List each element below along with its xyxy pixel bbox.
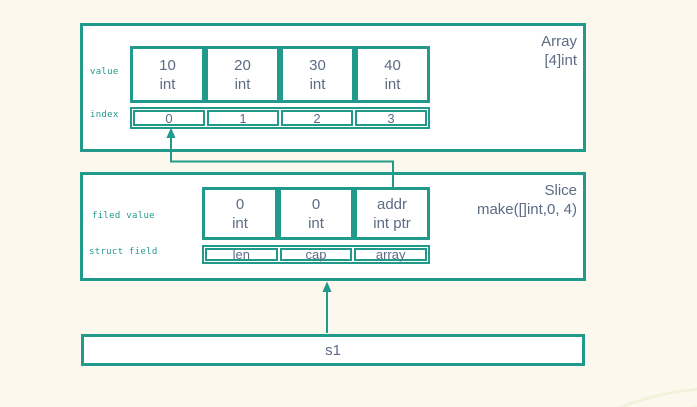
slice-value-cell-cap: 0 int (278, 187, 354, 240)
slice-value-cell-array-ptr: addr int ptr (354, 187, 430, 240)
cell-value: addr (376, 195, 408, 213)
array-title-line1: Array (541, 33, 577, 50)
cell-value: 0 (235, 195, 245, 213)
cell-value: 20 (234, 56, 251, 74)
slice-struct-field-label: struct field (89, 247, 158, 257)
cell-type: int (159, 75, 176, 93)
slice-field-cell-cap: cap (279, 248, 353, 261)
array-index-cell-1: 1 (207, 110, 279, 126)
array-box-title: Array [4]int (541, 32, 577, 70)
cell-type: int (309, 75, 326, 93)
slice-title-line1: Slice (544, 182, 577, 199)
slice-field-cell-array: array (354, 248, 428, 261)
cell-value: 10 (159, 56, 176, 74)
array-index-cell-3: 3 (355, 110, 427, 126)
s1-variable-box: s1 (81, 334, 585, 366)
array-value-cell-0: 10 int (130, 46, 205, 103)
array-value-cell-2: 30 int (280, 46, 355, 103)
cell-value: 0 (311, 195, 321, 213)
slice-box: Slice make([]int,0, 4) filed value 0 int… (80, 172, 586, 281)
cell-type: int (384, 75, 401, 93)
slice-field-value-label: filed value (92, 211, 155, 221)
slice-struct-field-row: len cap array (202, 245, 430, 264)
array-value-cell-3: 40 int (355, 46, 430, 103)
cell-type: int (232, 214, 248, 232)
cell-type: int ptr (373, 214, 411, 232)
array-value-cell-1: 20 int (205, 46, 280, 103)
array-index-row-label: index (90, 110, 119, 120)
array-index-cell-0: 0 (133, 110, 205, 126)
cell-type: int (234, 75, 251, 93)
s1-label: s1 (325, 341, 341, 359)
cell-value: 40 (384, 56, 401, 74)
array-value-row: 10 int 20 int 30 int 40 int (130, 46, 430, 103)
cell-value: 30 (309, 56, 326, 74)
slice-box-title: Slice make([]int,0, 4) (477, 181, 577, 219)
slice-value-row: 0 int 0 int addr int ptr (202, 187, 430, 240)
slice-value-cell-len: 0 int (202, 187, 278, 240)
array-index-cell-2: 2 (281, 110, 353, 126)
array-title-line2: [4]int (544, 52, 577, 69)
array-box: Array [4]int value 10 int 20 int 30 int … (80, 23, 586, 152)
array-value-row-label: value (90, 67, 119, 77)
array-index-row: 0 1 2 3 (130, 107, 430, 129)
slice-field-cell-len: len (205, 248, 278, 261)
slice-title-line2: make([]int,0, 4) (476, 201, 577, 218)
cell-type: int (308, 214, 324, 232)
